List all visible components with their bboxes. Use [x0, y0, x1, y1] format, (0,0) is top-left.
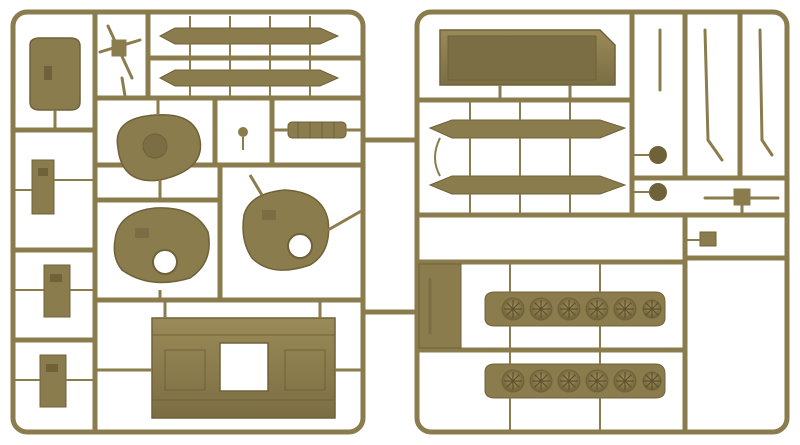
wheel-spoke [618, 374, 632, 388]
right-sprue-frame [414, 9, 790, 435]
track-plate-lower [428, 175, 627, 195]
wheel-spoke [534, 374, 548, 388]
track-wheels-lower [484, 363, 666, 399]
wheel-spoke [618, 302, 632, 316]
wheel-spoke [562, 302, 576, 316]
bridge-runners [363, 137, 417, 315]
hatch-part [29, 37, 81, 130]
small-round-part-1 [632, 146, 667, 164]
left-sprue-frame [10, 9, 366, 435]
wheel-spoke [506, 302, 520, 316]
wheel-spoke [645, 302, 659, 316]
peg-part [238, 127, 248, 150]
small-round-part-2 [632, 183, 667, 201]
hull-upper-part [439, 29, 616, 100]
side-part-3 [15, 354, 95, 408]
wheel-spoke [590, 302, 604, 316]
wheel-spoke [590, 374, 604, 388]
small-bracket-part [685, 231, 717, 247]
wheel-spoke [506, 374, 520, 388]
turret-half-left [113, 207, 210, 300]
hull-lower-part [95, 300, 363, 419]
track-wheels-upper [484, 291, 666, 327]
machine-gun-part [98, 24, 142, 98]
side-part-1 [15, 159, 95, 215]
wheel-spoke [534, 302, 548, 316]
rod-parts [658, 28, 774, 162]
fender-strip-upper [158, 27, 340, 87]
wheel-spoke [562, 374, 576, 388]
track-plate-upper [428, 119, 627, 139]
wheel-spoke [645, 374, 659, 388]
fender-gates [189, 16, 311, 98]
turret-top-part [116, 98, 202, 200]
sprue-tag [418, 263, 462, 349]
barrel-part [274, 121, 363, 139]
track-gates [509, 262, 601, 432]
side-part-2 [15, 264, 95, 318]
mounted-gun-part [703, 188, 780, 215]
track-plate-gates [434, 100, 571, 215]
turret-half-right [242, 174, 364, 271]
